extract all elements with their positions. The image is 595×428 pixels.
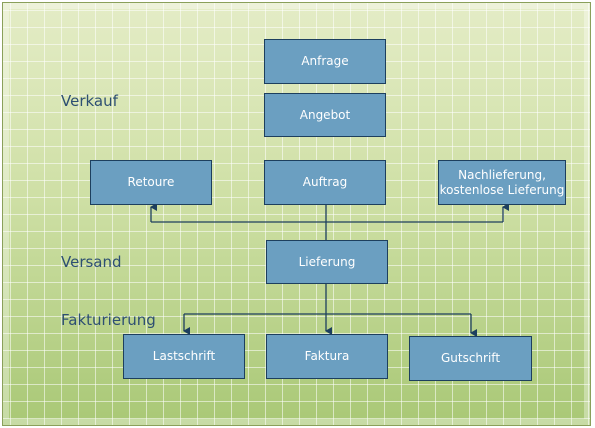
- node-nachlieferung[interactable]: Nachlieferung, kostenlose Lieferung: [438, 160, 566, 205]
- node-anfrage[interactable]: Anfrage: [264, 39, 386, 84]
- section-label-fakturierung: Fakturierung: [61, 311, 156, 329]
- node-gutschrift[interactable]: Gutschrift: [409, 336, 532, 381]
- section-label-versand: Versand: [61, 253, 122, 271]
- node-lieferung[interactable]: Lieferung: [266, 240, 388, 284]
- node-faktura[interactable]: Faktura: [266, 334, 388, 379]
- section-label-verkauf: Verkauf: [61, 92, 118, 110]
- node-angebot[interactable]: Angebot: [264, 93, 386, 137]
- node-auftrag[interactable]: Auftrag: [264, 160, 386, 205]
- node-retoure[interactable]: Retoure: [90, 160, 212, 205]
- node-lastschrift[interactable]: Lastschrift: [123, 334, 245, 379]
